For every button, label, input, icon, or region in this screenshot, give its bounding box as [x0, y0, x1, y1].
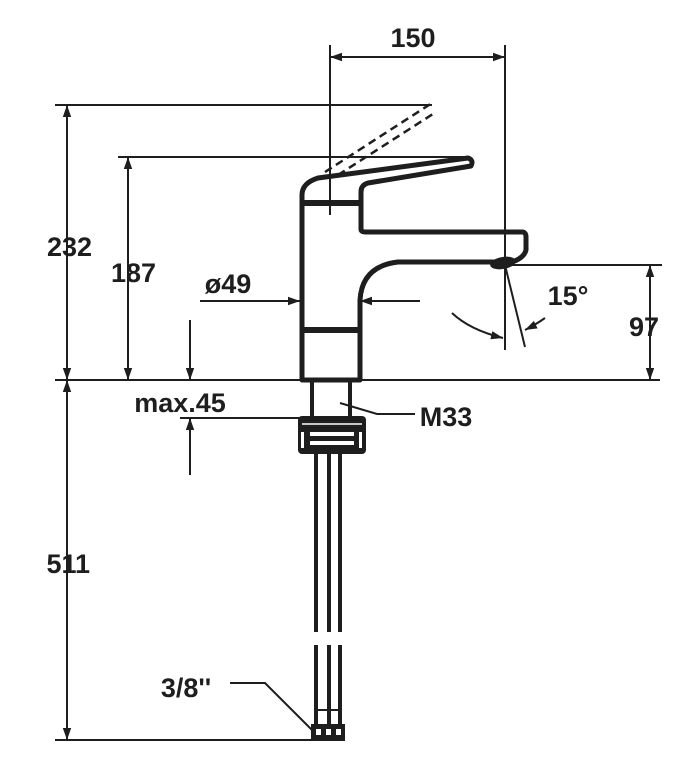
supply-hoses	[314, 454, 342, 725]
label-max45: max.45	[134, 388, 226, 418]
installation-parts	[298, 378, 366, 741]
angle-arc-left	[451, 312, 504, 340]
leader-m33	[339, 402, 415, 415]
label-232: 232	[47, 232, 92, 262]
leader-3-8	[230, 682, 313, 731]
label-d49: ø49	[205, 269, 252, 299]
label-150: 150	[390, 23, 435, 53]
label-15deg: 15°	[548, 281, 589, 311]
label-3-8: 3/8''	[161, 673, 211, 703]
label-511: 511	[46, 549, 90, 579]
body-outline	[299, 155, 529, 383]
label-97: 97	[629, 312, 659, 342]
dimension-lines	[62, 52, 655, 740]
aerator	[490, 256, 516, 270]
dimension-labels: 150 232 187 ø49 15° 97 max.45 M33 511 3/…	[46, 23, 659, 703]
angle-arc-right	[524, 317, 546, 331]
angle-ray-15	[504, 264, 526, 348]
label-m33: M33	[420, 402, 473, 432]
label-187: 187	[111, 258, 156, 288]
threaded-shank	[310, 378, 352, 420]
faucet-body	[299, 101, 529, 383]
lever-open-dashed	[324, 101, 437, 177]
